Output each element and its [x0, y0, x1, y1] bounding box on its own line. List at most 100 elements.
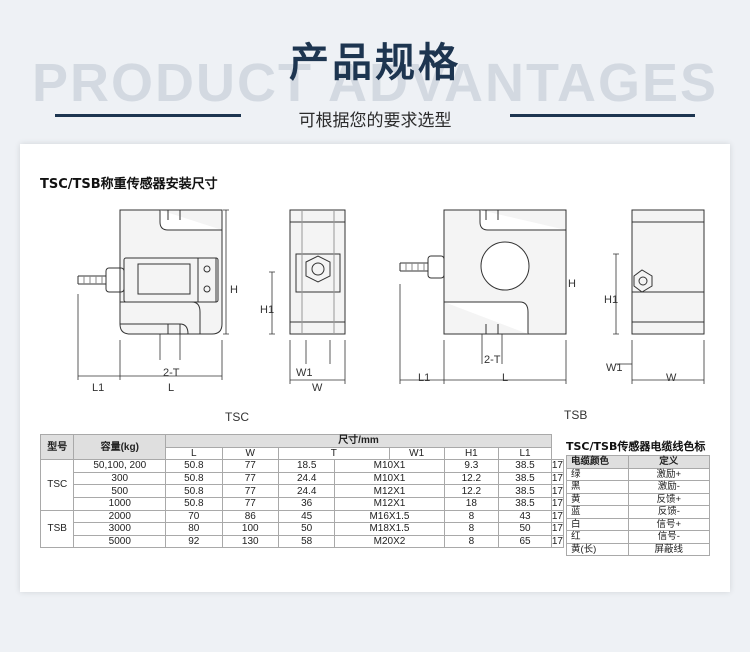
table-cell: M20X2 — [334, 534, 445, 549]
table-cell: 92 — [165, 534, 223, 549]
dim-label-l-tsb: L — [502, 372, 509, 384]
cable-color-cell: 黑 — [566, 480, 629, 494]
dim-label-w1-tsc: W1 — [296, 367, 313, 379]
table-cell: 77 — [221, 484, 279, 498]
table-cell: 45 — [277, 509, 336, 524]
table-row: 蓝反馈- — [566, 505, 711, 519]
cable-color-cell: 黄(长) — [566, 542, 629, 556]
col-capacity: 容量(kg) — [73, 433, 167, 461]
table-cell: 18 — [443, 496, 500, 511]
tsc-side-view — [269, 209, 346, 384]
cable-definition-cell: 反馈- — [627, 505, 711, 519]
table-cell: 70 — [165, 509, 223, 524]
table-cell: 17 — [550, 522, 565, 536]
table-cell: 17 — [550, 471, 565, 486]
table-cell: 17 — [550, 509, 565, 524]
cable-definition-cell: 激励+ — [627, 467, 711, 481]
dim-label-l-tsc: L — [168, 382, 175, 394]
table-cell: 8 — [443, 534, 500, 549]
table-cell: M10X1 — [334, 471, 445, 486]
table-cell: 50.8 — [165, 471, 223, 486]
cable-table-title: TSC/TSB传感器电缆线色标 — [566, 440, 706, 453]
table-cell: 50.8 — [165, 459, 223, 473]
subheader-cell: L — [165, 446, 223, 461]
col-size: 尺寸/mm — [165, 434, 552, 448]
cable-color-cell: 白 — [566, 517, 629, 531]
dim-label-w-tsc: W — [312, 382, 323, 394]
table-row: 黑激励- — [566, 480, 711, 494]
table-cell: 17 — [550, 459, 565, 473]
table-cell: M18X1.5 — [334, 522, 445, 536]
background-watermark-word: PRODUCT ADVANTAGES — [31, 53, 718, 113]
dimension-drawings: H L1 L 2-T H1 W1 W H L1 L 2-T H1 W1 W TS… — [20, 184, 730, 424]
table-row: 白信号+ — [566, 517, 711, 531]
cable-color-cell: 蓝 — [566, 505, 629, 519]
model-cell: TSB — [39, 509, 75, 549]
table-row: 绿激励+ — [566, 467, 711, 481]
dim-label-h1-tsb: H1 — [604, 294, 619, 306]
col-definition: 定义 — [627, 455, 711, 469]
table-cell: 17 — [550, 496, 565, 511]
dimension-drawing-svg — [77, 209, 705, 384]
table-cell: 50 — [277, 522, 336, 536]
header-rule-left — [55, 114, 241, 117]
table-cell: 9.3 — [443, 459, 500, 473]
table-cell: 12.2 — [443, 471, 500, 486]
table-cell: 50.8 — [165, 496, 223, 511]
table-cell: 38.5 — [498, 459, 552, 473]
table-cell: 38.5 — [498, 496, 552, 511]
table-cell: 24.4 — [277, 471, 336, 486]
table-cell: 8 — [443, 522, 500, 536]
page-title: 产品规格 — [289, 40, 461, 86]
dim-label-l1-tsc: L1 — [92, 382, 105, 394]
table-cell: 5000 — [73, 534, 167, 549]
tsb-side-view — [613, 209, 705, 384]
dim-label-h-tsb: H — [568, 278, 576, 290]
subheader-cell: T — [277, 446, 390, 461]
cable-color-cell: 绿 — [566, 467, 629, 481]
dim-label-h1-tsc: H1 — [260, 304, 275, 316]
table-cell: 17 — [550, 534, 565, 549]
cable-definition-cell: 信号- — [627, 530, 711, 544]
table-cell: 500 — [73, 484, 167, 498]
table-row: 黄反馈+ — [566, 492, 711, 506]
dim-label-t-tsb: 2-T — [484, 354, 501, 366]
subheader-cell: W — [221, 446, 279, 461]
col-model: 型号 — [39, 433, 75, 461]
section-title: TSC/TSB称重传感器安装尺寸 — [40, 177, 218, 192]
table-cell: 50.8 — [165, 484, 223, 498]
table-cell: 100 — [221, 522, 279, 536]
tsc-front-view — [77, 209, 229, 380]
table-cell: M10X1 — [334, 459, 445, 473]
cable-color-cell: 红 — [566, 530, 629, 544]
table-row: 黄(长)屏蔽线 — [566, 542, 711, 556]
dim-label-t-tsc: 2-T — [163, 367, 180, 379]
dim-label-h-tsc: H — [230, 284, 238, 296]
table-cell: 18.5 — [277, 459, 336, 473]
tsb-front-view — [399, 209, 567, 384]
table-cell: 65 — [498, 534, 552, 549]
table-cell: M12X1 — [334, 496, 445, 511]
spec-card: TSC/TSB称重传感器安装尺寸 — [20, 144, 730, 592]
table-cell: 1000 — [73, 496, 167, 511]
table-cell: 17 — [550, 484, 565, 498]
caption-tsc: TSC — [225, 410, 249, 424]
col-cable-color: 电缆颜色 — [566, 455, 629, 469]
table-cell: 2000 — [73, 509, 167, 524]
subheader-cell: L1 — [498, 446, 552, 461]
cable-color-cell: 黄 — [566, 492, 629, 506]
table-cell: 36 — [277, 496, 336, 511]
dim-label-l1-tsb: L1 — [418, 372, 431, 384]
caption-tsb: TSB — [564, 408, 588, 422]
table-cell: 86 — [221, 509, 279, 524]
table-cell: 300 — [73, 471, 167, 486]
table-cell: 50 — [498, 522, 552, 536]
model-cell: TSC — [39, 459, 75, 511]
